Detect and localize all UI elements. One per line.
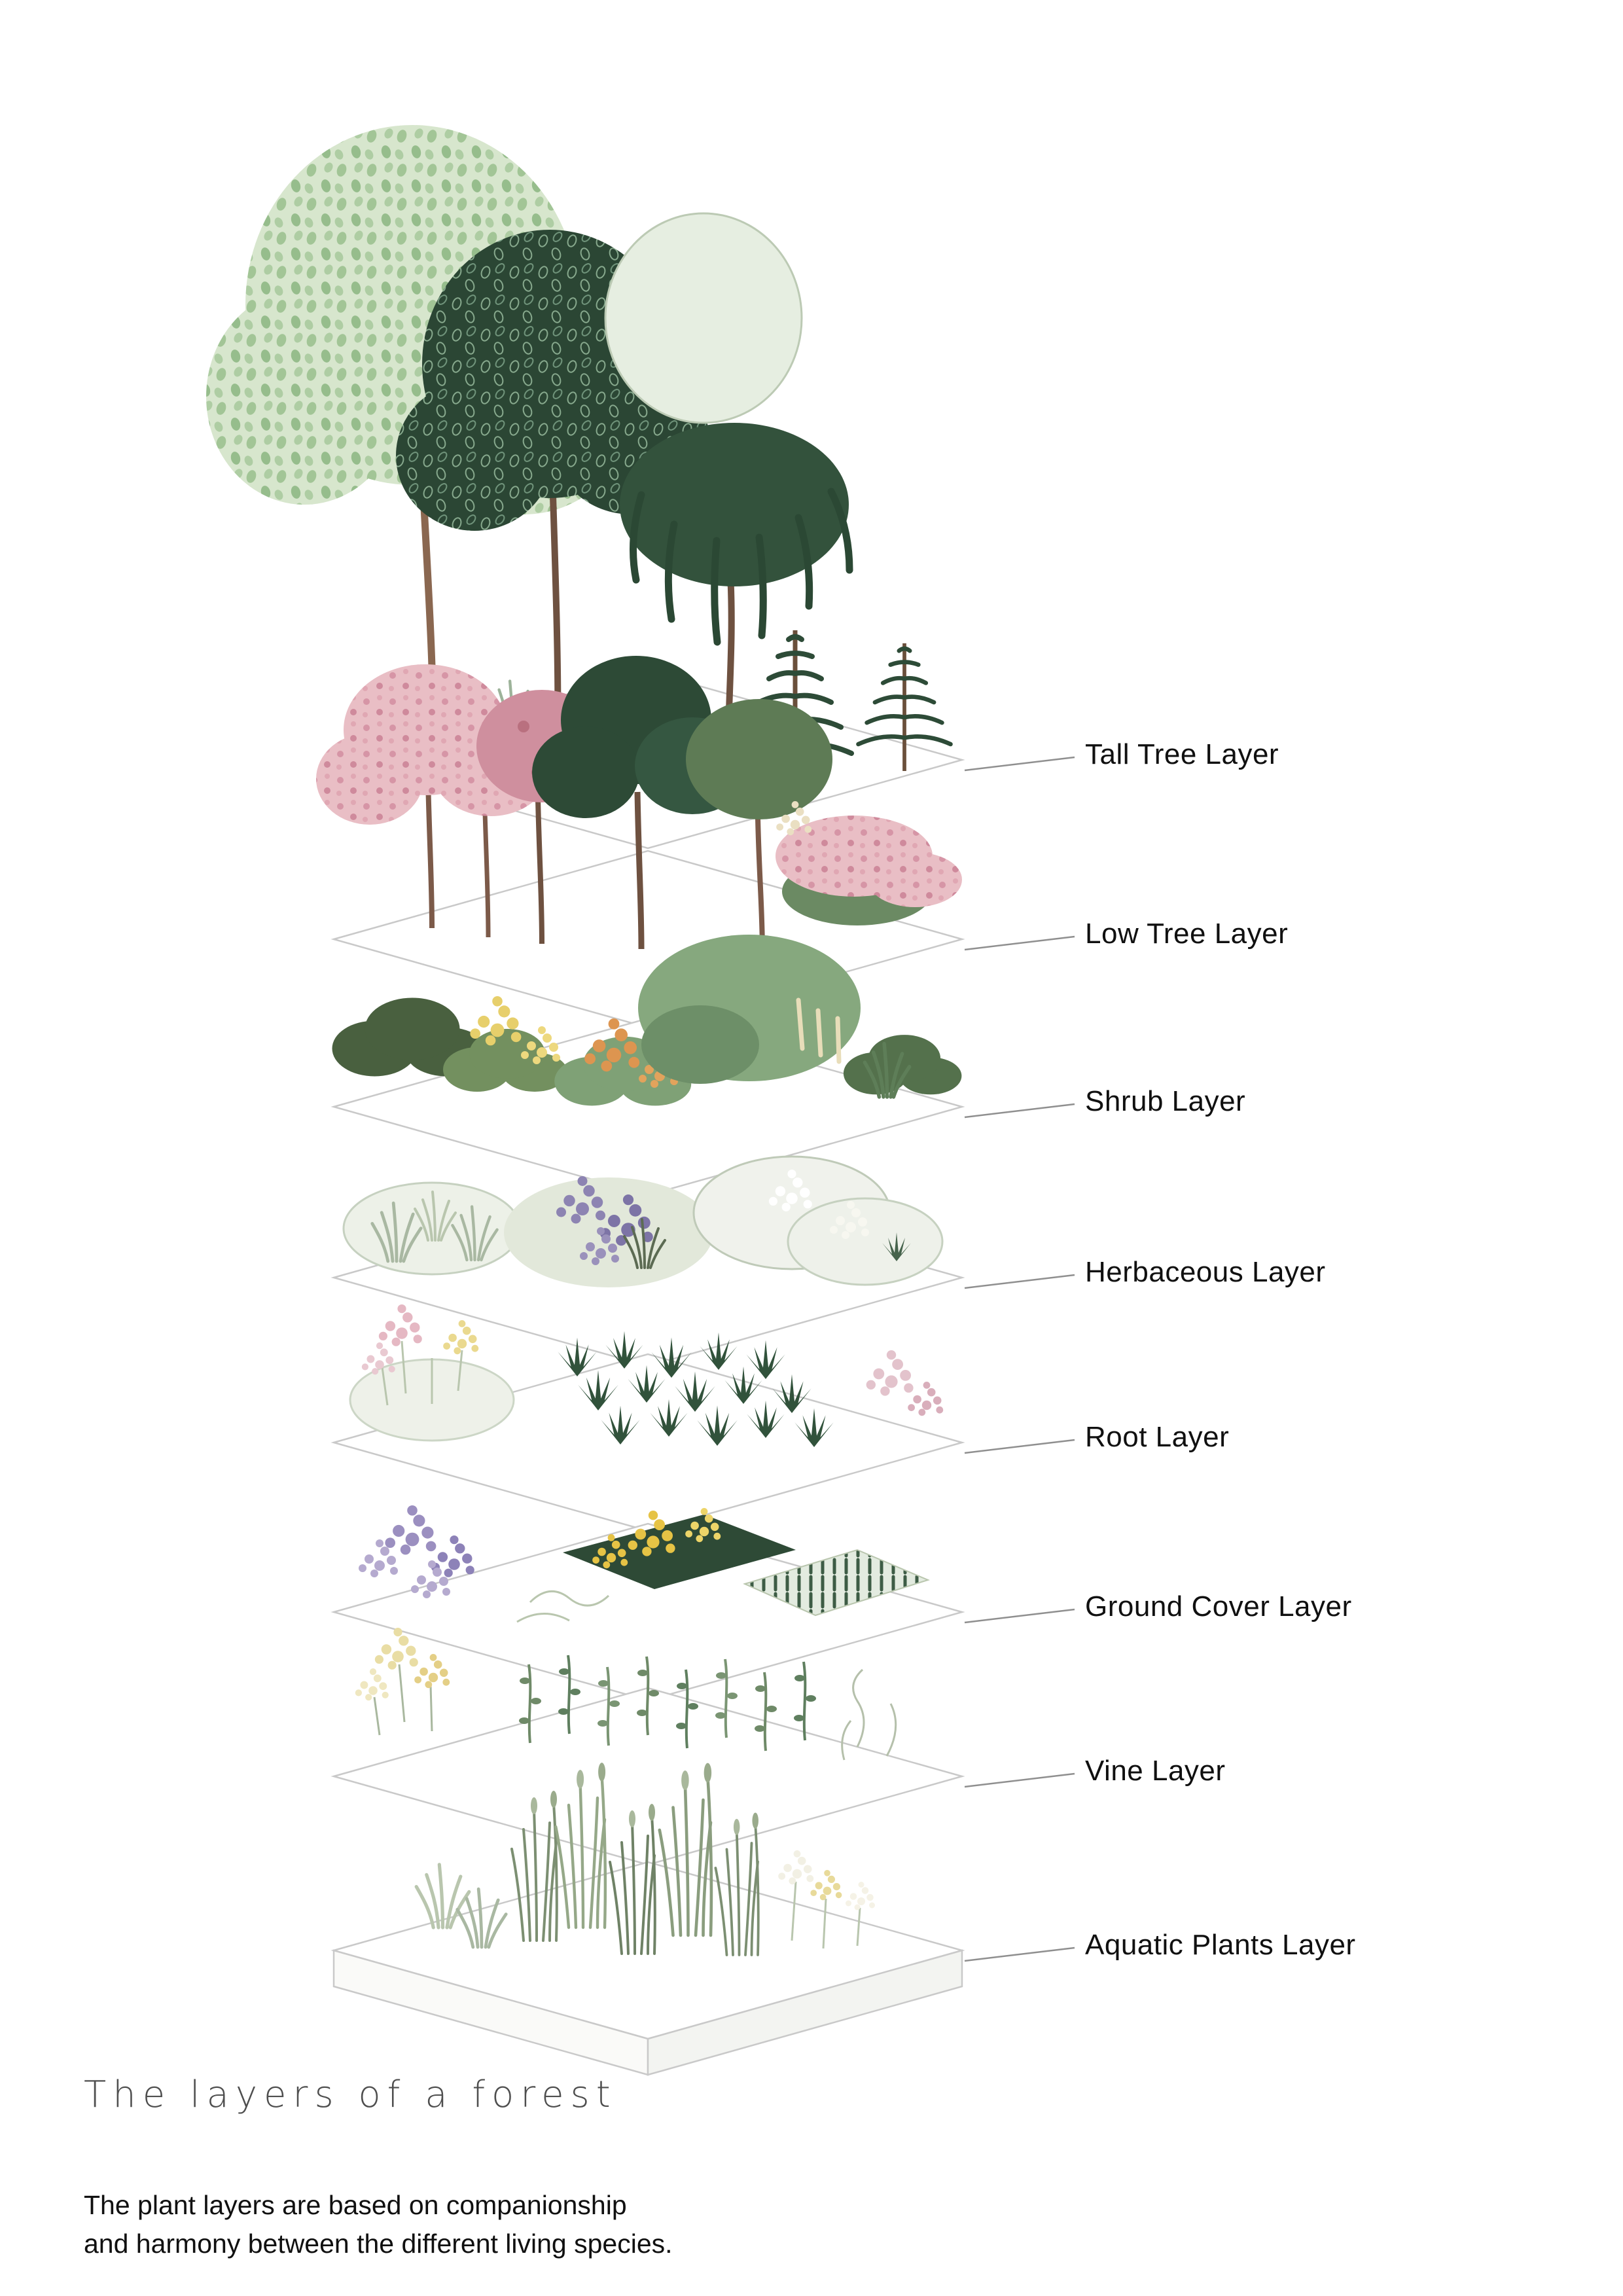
pale-canopy-tree	[604, 212, 803, 424]
vine-sketches	[516, 1590, 610, 1623]
flower-stems	[381, 1340, 463, 1406]
dark-shrub	[843, 1035, 962, 1095]
layer-vine	[330, 1628, 965, 1866]
page-title: The layers of a forest	[84, 2073, 617, 2116]
yellow-flowers	[443, 1320, 479, 1355]
page-subtitle-line2: and harmony between the different living…	[84, 2229, 673, 2259]
layer-ground-cover	[330, 1505, 965, 1702]
layer-label-shrub: Shrub Layer	[1085, 1085, 1246, 1117]
aquatic-flowers	[778, 1850, 875, 1949]
layer-root	[330, 1304, 965, 1532]
dark-green-low-tree	[532, 656, 750, 950]
leader-lines	[964, 756, 1075, 1962]
dark-ground-mat	[563, 1515, 796, 1589]
pink-flowers	[378, 1304, 422, 1346]
white-flower-mass	[787, 1197, 944, 1286]
layer-label-aquatic-plants: Aquatic Plants Layer	[1085, 1929, 1356, 1961]
layer-label-tall-tree: Tall Tree Layer	[1085, 738, 1279, 770]
layer-label-herbaceous: Herbaceous Layer	[1085, 1256, 1326, 1288]
layer-label-ground-cover: Ground Cover Layer	[1085, 1590, 1352, 1623]
weeping-tree	[620, 423, 853, 768]
flower-stalks	[355, 1628, 450, 1736]
page-subtitle-line1: The plant layers are based on companions…	[84, 2190, 627, 2220]
layer-shrub	[330, 935, 965, 1196]
pink-flower-shrubs	[776, 816, 962, 925]
striped-ground-mat	[743, 1549, 930, 1617]
page-subtitle: The plant layers are based on companions…	[84, 2186, 673, 2264]
tendril-sketches	[841, 1668, 897, 1761]
soft-green-shrub	[641, 1005, 759, 1084]
layer-label-vine: Vine Layer	[1085, 1755, 1226, 1787]
layer-label-low-tree: Low Tree Layer	[1085, 918, 1289, 950]
layer-herbaceous	[330, 1155, 965, 1367]
slab-right-face	[647, 1949, 963, 2076]
cream-flower-spikes	[796, 997, 842, 1064]
layer-aquatic-plants	[330, 1763, 965, 2076]
layer-low-tree	[316, 656, 965, 1029]
pink-blossoms	[866, 1350, 914, 1396]
layer-label-root: Root Layer	[1085, 1421, 1230, 1453]
